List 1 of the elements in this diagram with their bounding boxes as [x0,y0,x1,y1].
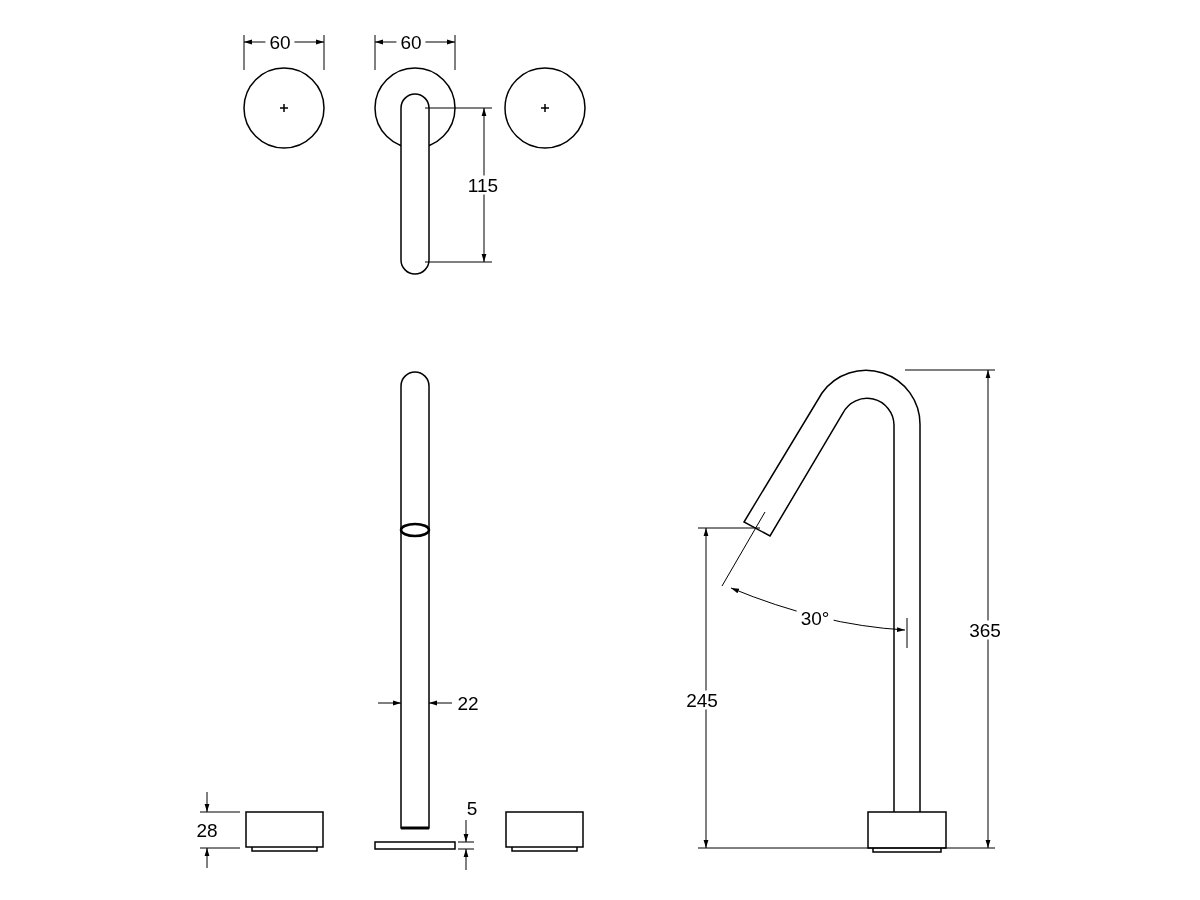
dimension-label: 30° [796,608,834,628]
